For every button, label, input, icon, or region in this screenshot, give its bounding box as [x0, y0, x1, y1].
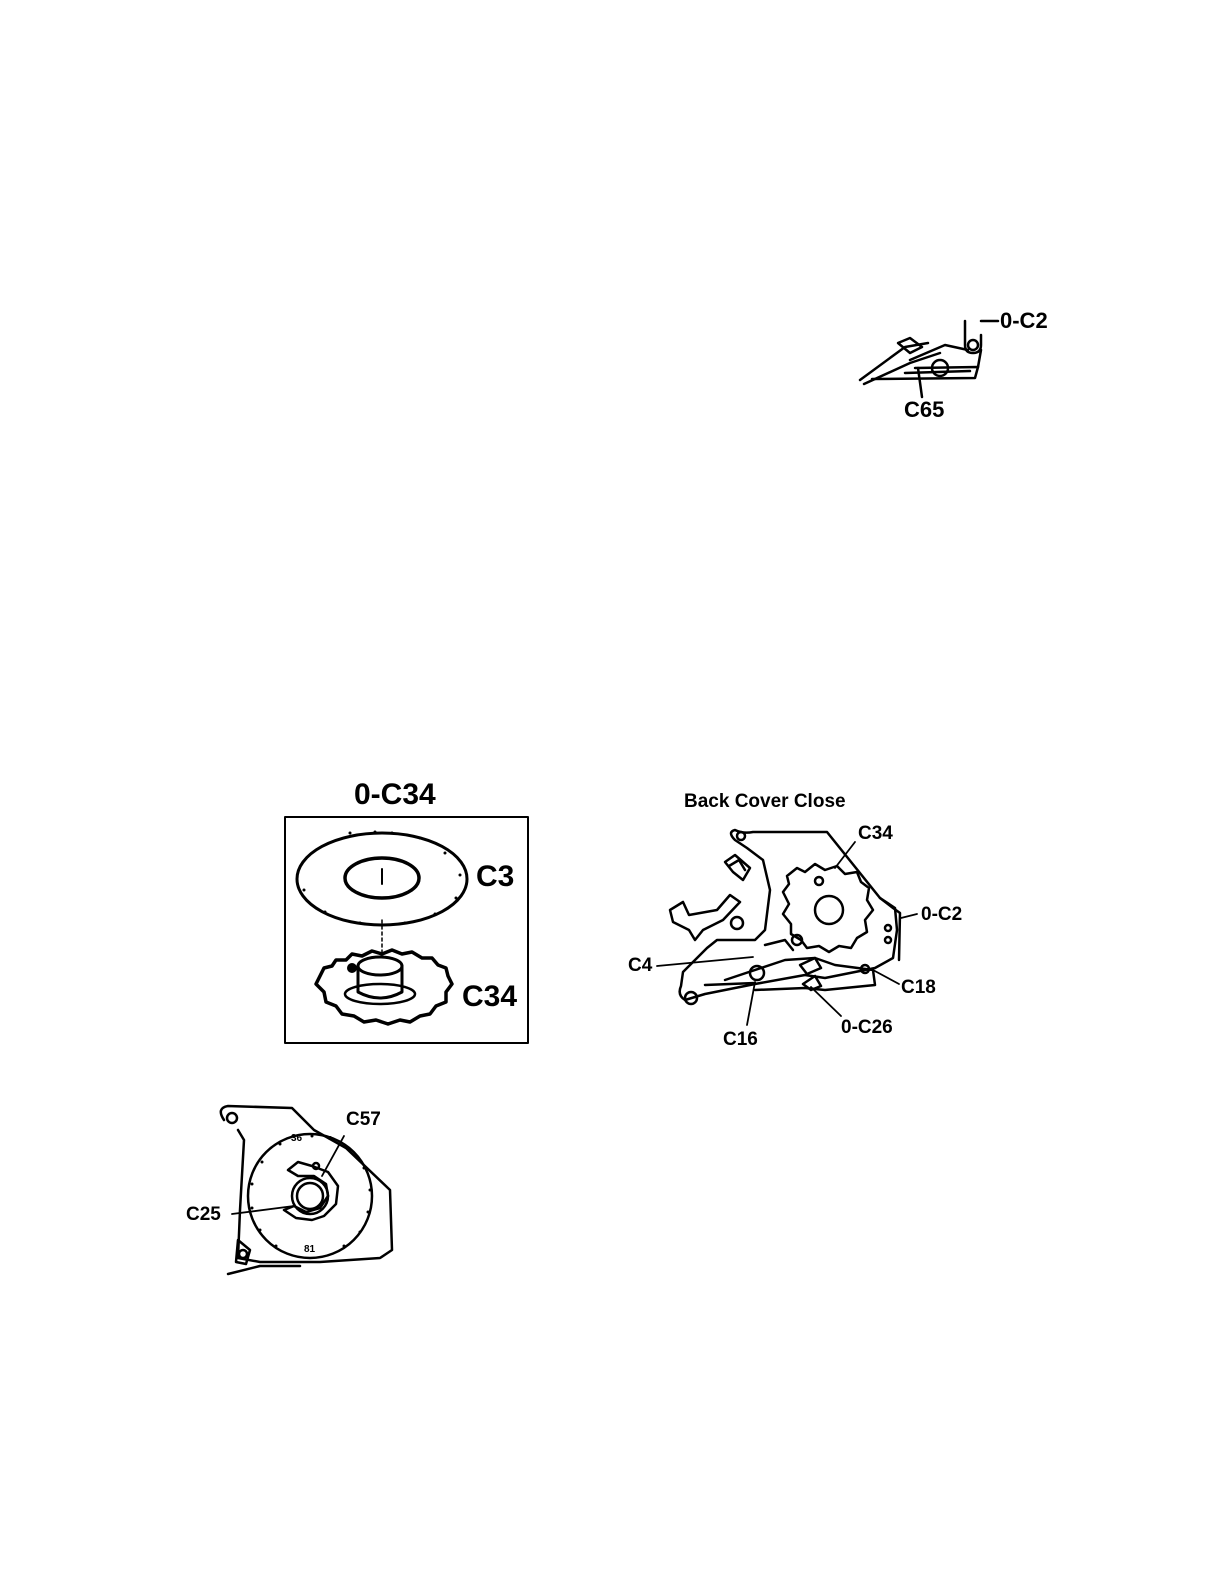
- dial-mark-81: 81: [304, 1245, 315, 1255]
- label-c65: C65: [904, 399, 944, 421]
- figure-lever-detail: 0-C2 C65: [850, 305, 1070, 425]
- label-c16: C16: [723, 1030, 758, 1049]
- label-c57: C57: [346, 1110, 381, 1129]
- figure-gear-assembly: 0-C34 C3 C34: [280, 780, 540, 1048]
- label-0-c2: 0-C2: [1000, 310, 1048, 332]
- dial-mark-36: 36: [291, 1134, 302, 1144]
- label-c18: C18: [901, 978, 936, 997]
- figure-counter-dial: 36 81 C57 C25: [180, 1100, 410, 1280]
- figure-back-cover-close: Back Cover Close: [625, 790, 985, 1055]
- label-c4: C4: [628, 956, 652, 975]
- label-0-c26: 0-C26: [841, 1018, 893, 1037]
- label-0-c2-back: 0-C2: [921, 905, 962, 924]
- label-c3: C3: [476, 862, 514, 892]
- label-c34: C34: [462, 982, 517, 1012]
- label-c25: C25: [186, 1205, 221, 1224]
- label-c34-back: C34: [858, 824, 893, 843]
